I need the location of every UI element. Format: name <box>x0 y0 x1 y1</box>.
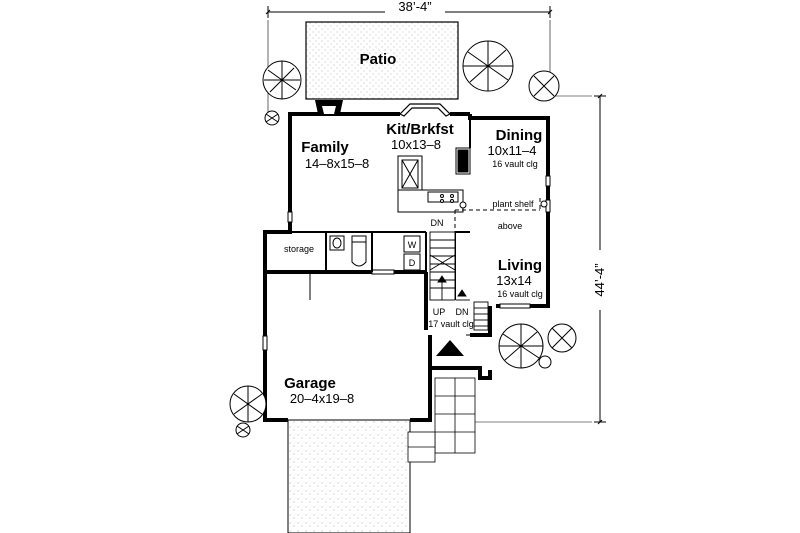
family-size: 14–8x15–8 <box>305 156 369 171</box>
family-label: Family <box>301 139 349 156</box>
dining-note: 16 vault clg <box>492 159 538 169</box>
tree-icon <box>235 422 251 438</box>
width-label: 38’-4” <box>398 0 431 14</box>
dryer-label: D <box>409 258 416 268</box>
fireplace <box>315 100 343 114</box>
garage-label: Garage <box>284 375 336 392</box>
tree-icon <box>264 110 280 126</box>
garage-size: 20–4x19–8 <box>290 391 354 406</box>
dining-size: 10x11–4 <box>488 143 537 158</box>
landscape-trees <box>229 40 577 438</box>
depth-label-bg <box>590 250 608 310</box>
driveway <box>287 419 411 533</box>
staircase <box>429 231 489 331</box>
entry-arrow-icon <box>436 340 464 356</box>
tree-icon <box>229 385 267 423</box>
windows <box>262 175 551 351</box>
tree-icon <box>547 323 577 353</box>
living-label: Living <box>498 257 542 274</box>
tree-icon <box>498 323 544 369</box>
living-note: 16 vault clg <box>497 289 543 299</box>
doors <box>309 272 490 368</box>
width-label-bg <box>385 0 445 14</box>
half-bath-fixtures <box>329 235 367 267</box>
plant-shelf-label: plant shelf <box>492 199 534 209</box>
tree-icon <box>262 60 302 100</box>
dining-label: Dining <box>496 127 543 144</box>
storage-label: storage <box>284 244 314 254</box>
kitchen-counters <box>397 147 471 213</box>
tree-icon <box>462 40 514 92</box>
patio-area <box>305 21 459 100</box>
patio-label: Patio <box>360 51 397 68</box>
depth-label: 44’-4” <box>592 263 607 296</box>
laundry-appliances <box>403 235 421 271</box>
plant-shelf-label-2: above <box>498 221 523 231</box>
washer-label: W <box>408 240 417 250</box>
tree-icon <box>528 70 560 102</box>
plant-shelf-line <box>454 120 541 232</box>
kitchen-bay-window <box>398 103 452 117</box>
exterior-walls <box>263 112 550 422</box>
front-walk <box>407 377 476 463</box>
kitchen-label: Kit/Brkfst <box>386 121 454 138</box>
living-size: 13x14 <box>496 273 531 288</box>
tree-icon <box>538 355 552 369</box>
stair-down-label-top: DN <box>431 218 444 228</box>
foyer-vault-label: 17 vault clg <box>428 319 474 329</box>
rail-knobs <box>459 200 548 209</box>
kitchen-size: 10x13–8 <box>391 137 441 152</box>
stair-up-label: UP <box>433 307 446 317</box>
stair-down-label: DN <box>456 307 469 317</box>
